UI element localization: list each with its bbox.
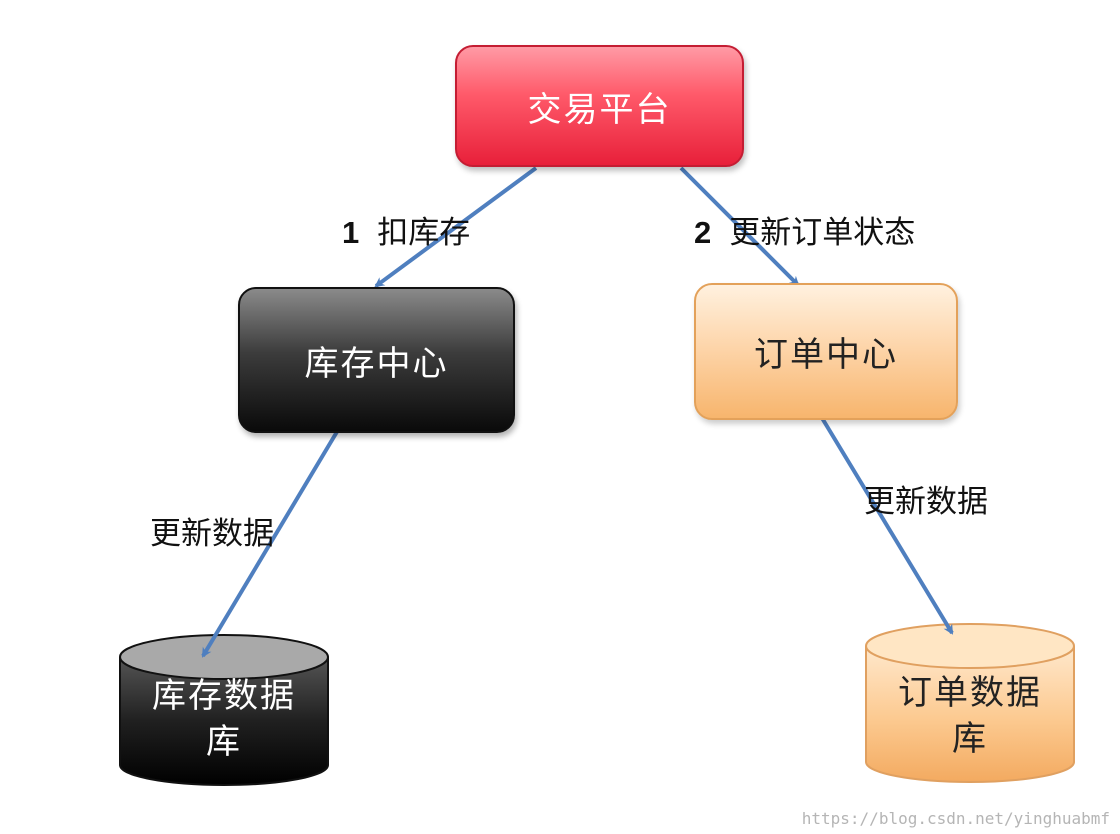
arrow-inventory-update xyxy=(201,418,346,658)
order-database-label-line1: 订单数据 xyxy=(898,673,1042,713)
arrow-deduct-stock xyxy=(374,166,538,288)
node-trade-platform-label: 交易平台 xyxy=(527,89,672,130)
order-database-label-line2: 库 xyxy=(952,719,988,759)
order-database-label: 订单数据 库 xyxy=(866,670,1074,762)
order-database xyxy=(865,623,1075,783)
inventory-database-label-line2: 库 xyxy=(206,722,242,762)
edge-label-update-order-status: 2 更新订单状态 xyxy=(694,207,915,252)
node-order-center-label: 订单中心 xyxy=(754,335,898,375)
node-order-center: 订单中心 xyxy=(694,283,958,420)
arrow-order-update xyxy=(820,416,954,635)
inventory-database xyxy=(119,634,329,786)
edge-text-deduct-stock: 扣库存 xyxy=(377,215,471,251)
node-trade-platform: 交易平台 xyxy=(455,45,744,167)
edge-label-order-update-data: 更新数据 xyxy=(864,484,988,520)
edge-label-deduct-stock: 1 扣库存 xyxy=(342,207,470,252)
node-inventory-center-label: 库存中心 xyxy=(304,343,449,384)
inventory-database-label-line1: 库存数据 xyxy=(152,676,296,716)
watermark: https://blog.csdn.net/yinghuabmf xyxy=(801,809,1110,828)
edge-text-update-order-status: 更新订单状态 xyxy=(729,215,916,251)
edge-number-2: 2 xyxy=(694,215,712,250)
edge-number-1: 1 xyxy=(342,215,360,250)
node-inventory-center: 库存中心 xyxy=(238,287,515,433)
edge-label-inventory-update-data: 更新数据 xyxy=(150,516,274,552)
arrow-update-order-status xyxy=(679,166,800,287)
inventory-database-label: 库存数据 库 xyxy=(120,673,328,765)
